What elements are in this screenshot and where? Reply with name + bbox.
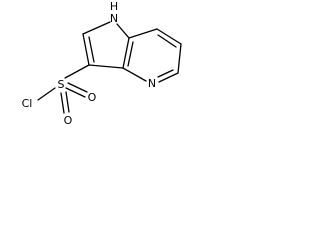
bond-c7a-n1 — [116, 23, 130, 39]
chemical-structure: H N N S O O Cl — [22, 0, 182, 127]
bond-n4-c3a — [122, 67, 147, 82]
bond-s-o-right-a — [65, 87, 86, 98]
atom-label-sulfur: S — [58, 78, 65, 91]
bond-c7-c6-inner — [157, 34, 177, 48]
atom-label-oxygen-lower: O — [64, 114, 73, 127]
pyrrole-ring — [82, 21, 130, 69]
bond-c3-c3a — [88, 64, 124, 69]
bond-s-cl — [37, 87, 56, 101]
atom-label-chlorine: Cl — [22, 97, 33, 110]
bond-c3-s — [64, 64, 90, 79]
sulfonyl-chloride-group — [37, 64, 90, 114]
bond-s-o-right-b — [67, 82, 88, 93]
pyridine-ring — [122, 28, 182, 83]
bond-c3a-c7a — [122, 37, 130, 69]
atom-label-nh-hydrogen: H — [110, 0, 118, 13]
bond-c3a-c7a-inner — [127, 41, 134, 67]
bond-c2-c3-inner — [88, 36, 95, 63]
bond-c7a-c7 — [128, 28, 158, 39]
atom-label-oxygen-right: O — [88, 91, 97, 104]
bond-c7-c6 — [156, 28, 182, 45]
bond-c6-c5 — [177, 43, 182, 74]
atom-label-nh-nitrogen: N — [110, 12, 118, 25]
bond-s-o-lower-a — [60, 92, 65, 114]
bond-s-o-lower-b — [65, 91, 70, 113]
bond-c5-n4 — [158, 72, 179, 83]
bond-c2-c3 — [82, 33, 90, 66]
bond-c5-n4-inner — [157, 69, 174, 78]
atom-label-pyridine-nitrogen: N — [148, 77, 156, 90]
bond-n1-c2 — [82, 21, 111, 35]
